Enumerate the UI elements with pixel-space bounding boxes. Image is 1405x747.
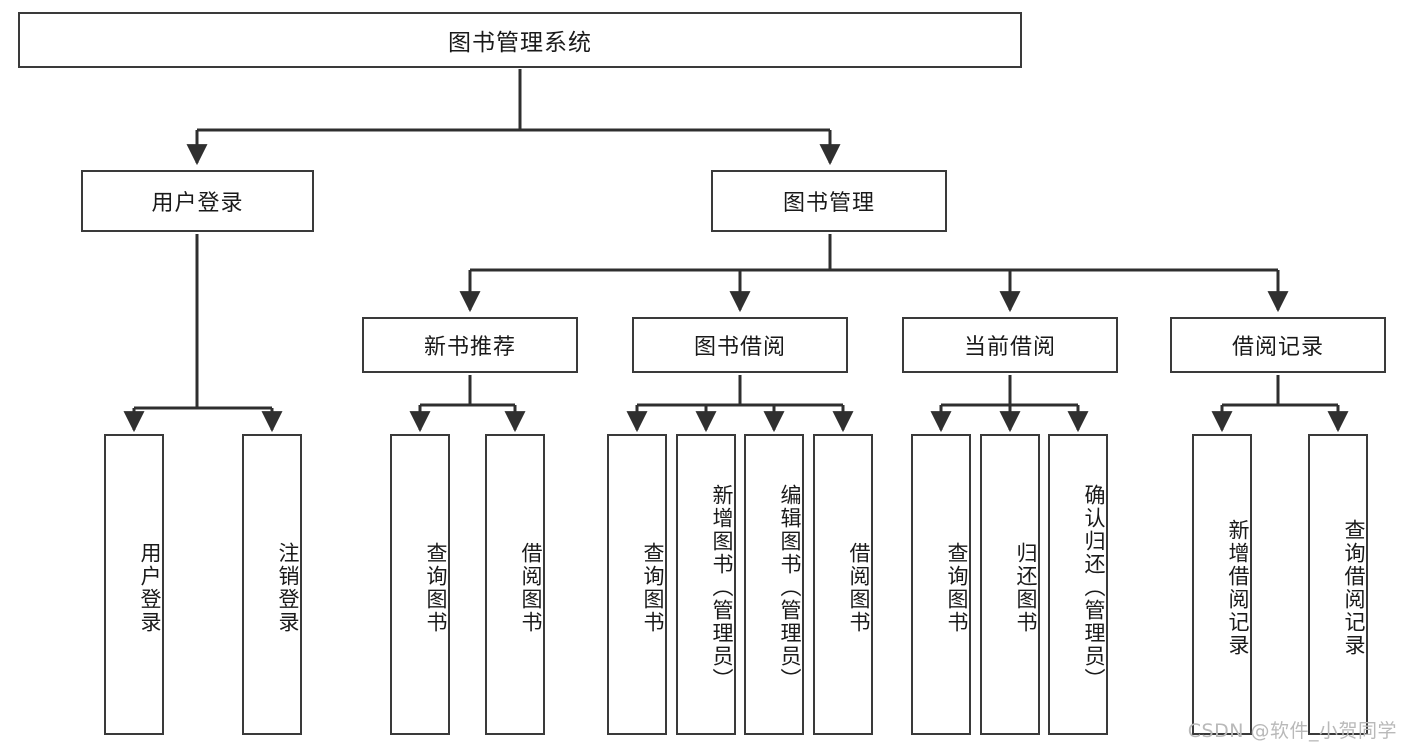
leaf-label: 借阅图书 [519, 541, 543, 634]
leaf-borrow-record-add-record[interactable]: 新增借阅记录 [1192, 434, 1252, 735]
leaf-new-book-borrow-book[interactable]: 借阅图书 [485, 434, 545, 735]
leaf-label: 新增图书（管理员） [710, 484, 734, 691]
leaf-user-login-logout[interactable]: 注销登录 [242, 434, 302, 735]
node-book-management[interactable]: 图书管理 [711, 170, 947, 232]
node-new-book-recommendation[interactable]: 新书推荐 [362, 317, 578, 373]
leaf-label: 确认归还（管理员） [1082, 484, 1106, 691]
leaf-current-borrow-confirm-return-admin[interactable]: 确认归还（管理员） [1048, 434, 1108, 735]
leaf-current-borrow-query-book[interactable]: 查询图书 [911, 434, 971, 735]
leaf-user-login-login[interactable]: 用户登录 [104, 434, 164, 735]
leaf-label: 用户登录 [138, 541, 162, 634]
leaf-label: 归还图书 [1014, 541, 1038, 634]
leaf-book-borrow-edit-book-admin[interactable]: 编辑图书（管理员） [744, 434, 804, 735]
leaf-new-book-query-book[interactable]: 查询图书 [390, 434, 450, 735]
leaf-label: 查询借阅记录 [1342, 518, 1366, 657]
leaf-borrow-record-query-record[interactable]: 查询借阅记录 [1308, 434, 1368, 735]
leaf-label: 查询图书 [424, 541, 448, 634]
leaf-book-borrow-borrow-book[interactable]: 借阅图书 [813, 434, 873, 735]
leaf-label: 新增借阅记录 [1226, 518, 1250, 657]
leaf-label: 编辑图书（管理员） [778, 484, 802, 691]
leaf-label: 借阅图书 [847, 541, 871, 634]
leaf-current-borrow-return-book[interactable]: 归还图书 [980, 434, 1040, 735]
leaf-label: 注销登录 [276, 541, 300, 634]
leaf-label: 查询图书 [945, 541, 969, 634]
node-book-borrowing[interactable]: 图书借阅 [632, 317, 848, 373]
node-root-book-management-system[interactable]: 图书管理系统 [18, 12, 1022, 68]
leaf-book-borrow-query-book[interactable]: 查询图书 [607, 434, 667, 735]
csdn-watermark: CSDN @软件_小贺同学 [1187, 720, 1397, 742]
leaf-label: 查询图书 [641, 541, 665, 634]
node-current-borrowing[interactable]: 当前借阅 [902, 317, 1118, 373]
node-user-login[interactable]: 用户登录 [81, 170, 314, 232]
node-borrowing-records[interactable]: 借阅记录 [1170, 317, 1386, 373]
leaf-book-borrow-add-book-admin[interactable]: 新增图书（管理员） [676, 434, 736, 735]
